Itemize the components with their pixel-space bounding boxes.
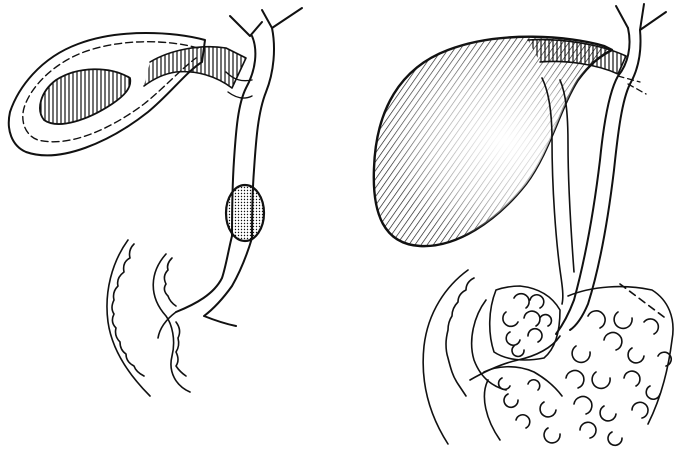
left-panel bbox=[9, 8, 302, 396]
gallstone-icon bbox=[226, 185, 264, 241]
duodenum-wall-icon bbox=[107, 240, 190, 396]
gallbladder-contracted-icon bbox=[9, 33, 246, 155]
gallbladder-distended-icon bbox=[374, 37, 626, 246]
right-panel bbox=[374, 4, 673, 445]
pancreas-head-icon bbox=[484, 284, 673, 445]
